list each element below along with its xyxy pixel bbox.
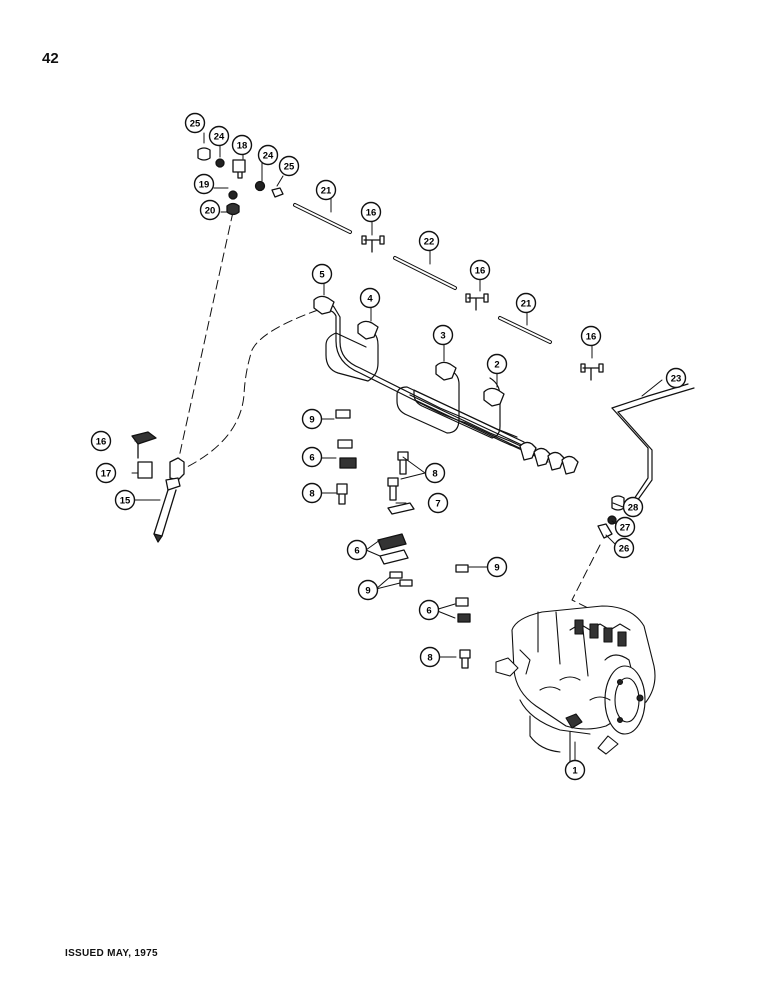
callout-25-top-left: 25 [184,112,206,134]
callout-16-middle: 16 [469,259,491,281]
svg-text:7: 7 [435,499,440,510]
svg-text:6: 6 [309,453,314,464]
svg-text:16: 16 [96,437,107,448]
callout-16-left: 16 [90,430,112,452]
callout-24-right: 24 [257,144,279,166]
callout-16-top: 16 [360,201,382,223]
callout-23: 23 [665,367,687,389]
callout-9-top: 9 [301,408,323,430]
svg-text:16: 16 [475,266,486,277]
callout-26: 26 [613,537,635,559]
callout-28: 28 [622,496,644,518]
callout-21-right: 21 [515,292,537,314]
callout-7: 7 [427,492,449,514]
callout-3: 3 [432,324,454,346]
svg-text:8: 8 [309,489,314,500]
callout-8-left: 8 [301,482,323,504]
svg-text:8: 8 [432,469,437,480]
clamps-and-hardware [335,409,471,669]
callout-27: 27 [614,516,636,538]
svg-text:21: 21 [321,186,332,197]
callout-4: 4 [359,287,381,309]
leak-off-tubes-and-tees [293,203,604,381]
svg-text:17: 17 [101,469,112,480]
svg-text:26: 26 [619,544,630,555]
svg-text:19: 19 [199,180,210,191]
svg-text:6: 6 [426,606,431,617]
svg-text:21: 21 [521,299,532,310]
svg-text:22: 22 [424,237,435,248]
fittings-group-top [197,147,284,216]
svg-text:9: 9 [365,586,370,597]
injection-pump [495,605,656,763]
callout-16-right: 16 [580,325,602,347]
page-number: 42 [42,50,59,67]
svg-text:9: 9 [309,415,314,426]
svg-text:5: 5 [319,270,325,281]
callout-21-left: 21 [315,179,337,201]
callout-2: 2 [486,353,508,375]
svg-text:23: 23 [671,374,682,385]
svg-text:16: 16 [366,208,377,219]
callout-8-bottom: 8 [419,646,441,668]
svg-text:20: 20 [205,206,216,217]
callout-19: 19 [193,173,215,195]
callout-22: 22 [418,230,440,252]
svg-text:8: 8 [427,653,432,664]
svg-text:25: 25 [284,162,295,173]
svg-text:3: 3 [440,331,445,342]
callout-1: 1 [564,759,586,781]
callout-9-right: 9 [486,556,508,578]
leader-lines [131,132,663,771]
callout-9-bottom: 9 [357,579,379,601]
svg-text:27: 27 [620,523,631,534]
svg-text:24: 24 [263,151,274,162]
callout-5: 5 [311,263,333,285]
callout-15: 15 [114,489,136,511]
callout-24-left: 24 [208,125,230,147]
callout-18: 18 [231,134,253,156]
svg-text:9: 9 [494,563,499,574]
return-pipe [611,383,695,509]
svg-text:2: 2 [494,360,499,371]
svg-text:18: 18 [237,141,248,152]
svg-text:1: 1 [572,766,578,777]
svg-text:15: 15 [120,496,131,507]
svg-text:16: 16 [586,332,597,343]
svg-text:28: 28 [628,503,639,514]
svg-text:4: 4 [367,294,373,305]
callout-labels: 25 24 18 24 25 19 20 21 16 22 16 21 16 5… [90,112,687,781]
callout-20: 20 [199,199,221,221]
callout-8-middle: 8 [424,462,446,484]
callout-25-right: 25 [278,155,300,177]
callout-17: 17 [95,462,117,484]
injector-nozzle [131,431,185,543]
callout-6-top: 6 [301,446,323,468]
line-nuts [313,295,579,475]
callout-6-bottom: 6 [418,599,440,621]
svg-text:24: 24 [214,132,225,143]
issued-date-footer: ISSUED MAY, 1975 [65,948,158,959]
callout-6-middle: 6 [346,539,368,561]
svg-text:25: 25 [190,119,201,130]
svg-text:6: 6 [354,546,359,557]
